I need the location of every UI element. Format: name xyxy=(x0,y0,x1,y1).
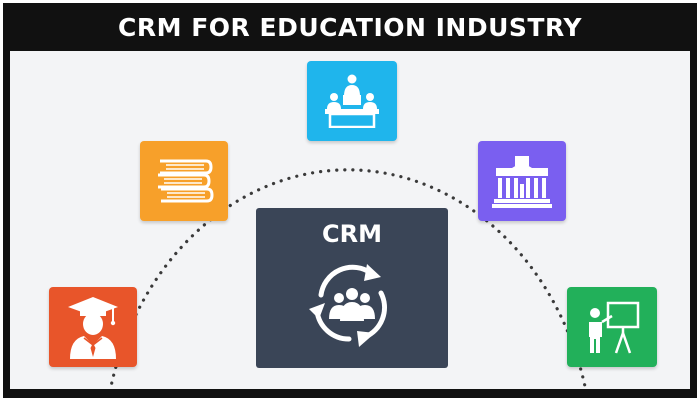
books-icon xyxy=(158,159,214,203)
tile-graduate xyxy=(49,287,137,367)
university-building-icon xyxy=(492,156,552,208)
tile-university xyxy=(478,141,566,221)
page-title: CRM FOR EDUCATION INDUSTRY xyxy=(118,12,582,42)
infographic-frame: CRM FOR EDUCATION INDUSTRY xyxy=(3,3,697,398)
diagram-panel: CRM xyxy=(10,51,690,389)
title-bar: CRM FOR EDUCATION INDUSTRY xyxy=(3,3,697,51)
crm-center-box: CRM xyxy=(256,208,448,368)
teacher-board-icon xyxy=(589,301,640,354)
people-cycle-icon xyxy=(309,264,387,347)
graduate-icon xyxy=(68,297,118,359)
tile-lecture-hall xyxy=(307,61,397,141)
tile-books xyxy=(140,141,228,221)
crm-label: CRM xyxy=(322,220,382,248)
podium-speaker-icon xyxy=(325,74,379,128)
tile-teacher xyxy=(567,287,657,367)
